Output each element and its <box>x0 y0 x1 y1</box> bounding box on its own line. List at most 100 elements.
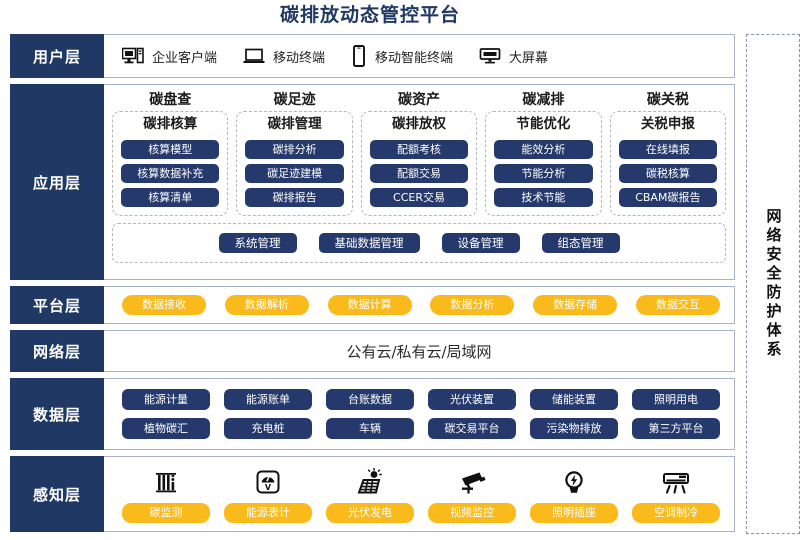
app-group-carbon-tariff: 碳关税 关税申报 在线填报 碳税核算 CBAM碳报告 <box>609 91 727 216</box>
sense-pill[interactable]: 视频监控 <box>428 503 516 523</box>
sense-pill[interactable]: 碳监测 <box>122 503 210 523</box>
user-item-label: 移动智能终端 <box>375 50 454 66</box>
group-title: 碳关税 <box>646 92 689 108</box>
app-pill[interactable]: 节能分析 <box>494 164 593 183</box>
svg-text:V: V <box>265 483 272 492</box>
group-box: 关税申报 在线填报 碳税核算 CBAM碳报告 <box>609 111 727 216</box>
app-pill[interactable]: 配额考核 <box>369 140 469 159</box>
layer-sense-label: 感知层 <box>10 456 104 532</box>
sense-icon-cell <box>632 465 720 499</box>
layer-platform-body: 数据接收 数据解析 数据计算 数据分析 数据存储 数据交互 <box>104 287 734 323</box>
desktop-tower-icon <box>122 47 144 65</box>
platform-pill[interactable]: 数据交互 <box>635 295 720 315</box>
air-conditioner-icon <box>663 473 689 494</box>
app-pill[interactable]: CCER交易 <box>369 188 469 207</box>
data-pill[interactable]: 能源计量 <box>122 389 210 410</box>
app-pill[interactable]: 碳排分析 <box>245 140 344 159</box>
app-pill[interactable]: 碳税核算 <box>618 164 718 183</box>
management-pill[interactable]: 设备管理 <box>441 233 520 253</box>
platform-pill[interactable]: 数据接收 <box>122 295 206 315</box>
sense-pill[interactable]: 照明插座 <box>530 503 618 523</box>
sense-icon-cell <box>326 465 414 499</box>
app-pill[interactable]: 配额交易 <box>369 164 469 183</box>
layer-user-body: 企业客户端 移动终端 <box>104 35 734 77</box>
data-pill[interactable]: 车辆 <box>326 418 414 439</box>
user-item-label: 大屏幕 <box>509 50 549 66</box>
data-row: 植物碳汇 充电桩 车辆 碳交易平台 污染物排放 第三方平台 <box>122 418 720 439</box>
user-item-smart-mobile-terminal[interactable]: 移动智能终端 <box>351 45 453 67</box>
layer-user-label: 用户层 <box>10 34 104 78</box>
data-row: 能源计量 能源账单 台账数据 光伏装置 储能装置 照明用电 <box>122 389 720 410</box>
user-item-large-screen[interactable]: 大屏幕 <box>479 47 548 66</box>
group-box: 节能优化 能效分析 节能分析 技术节能 <box>485 111 602 216</box>
app-group-carbon-reduction: 碳减排 节能优化 能效分析 节能分析 技术节能 <box>485 91 602 216</box>
app-pill[interactable]: 碳足迹建模 <box>245 164 344 183</box>
management-pill[interactable]: 基础数据管理 <box>318 233 420 253</box>
group-box: 碳排放权 配额考核 配额交易 CCER交易 <box>360 111 478 216</box>
layer-sense-body: V <box>104 457 734 531</box>
data-pill[interactable]: 污染物排放 <box>530 418 618 439</box>
group-title: 碳资产 <box>398 92 441 108</box>
app-group-carbon-asset: 碳资产 碳排放权 配额考核 配额交易 CCER交易 <box>360 91 478 216</box>
carbon-monitor-icon <box>156 473 176 493</box>
application-management-bar: 系统管理 基础数据管理 设备管理 组态管理 <box>112 223 726 263</box>
platform-items: 数据接收 数据解析 数据计算 数据分析 数据存储 数据交互 <box>104 295 734 315</box>
app-pill[interactable]: CBAM碳报告 <box>618 188 718 207</box>
platform-pill[interactable]: 数据解析 <box>224 295 309 315</box>
app-pill[interactable]: 核算模型 <box>121 140 220 159</box>
group-box: 碳排管理 碳排分析 碳足迹建模 碳排报告 <box>236 111 353 216</box>
data-pill[interactable]: 照明用电 <box>632 389 720 410</box>
management-pill[interactable]: 组态管理 <box>541 233 620 253</box>
layer-application-body: 碳盘查 碳排核算 核算模型 核算数据补充 核算清单 碳足迹 碳排管理 碳排分析 <box>104 85 734 279</box>
management-pill[interactable]: 系统管理 <box>218 233 297 253</box>
app-pill[interactable]: 能效分析 <box>494 140 593 159</box>
group-subtitle: 关税申报 <box>640 116 695 132</box>
group-subtitle: 碳排放权 <box>392 116 447 132</box>
large-screen-icon <box>479 47 501 65</box>
data-pill[interactable]: 充电桩 <box>224 418 312 439</box>
group-title: 碳减排 <box>522 92 565 108</box>
app-pill[interactable]: 核算数据补充 <box>121 164 220 183</box>
platform-pill[interactable]: 数据存储 <box>533 295 618 315</box>
data-pill[interactable]: 植物碳汇 <box>122 418 210 439</box>
data-pill[interactable]: 能源账单 <box>224 389 312 410</box>
sense-pill[interactable]: 能源表计 <box>224 503 312 523</box>
data-pill[interactable]: 光伏装置 <box>428 389 516 410</box>
app-pill[interactable]: 技术节能 <box>494 188 593 207</box>
security-column-label: 网络安全防护体系 <box>764 208 783 360</box>
group-subtitle: 碳排核算 <box>143 116 198 132</box>
layer-sense: 感知层 <box>10 456 735 532</box>
platform-pill[interactable]: 数据计算 <box>327 295 412 315</box>
sense-pill[interactable]: 光伏发电 <box>326 503 414 523</box>
app-group-carbon-inventory: 碳盘查 碳排核算 核算模型 核算数据补充 核算清单 <box>112 91 229 216</box>
sense-icon-cell: V <box>224 465 312 499</box>
layer-data-body: 能源计量 能源账单 台账数据 光伏装置 储能装置 照明用电 植物碳汇 充电桩 车… <box>104 379 734 449</box>
layer-network: 网络层 公有云/私有云/局域网 <box>10 330 735 372</box>
app-pill[interactable]: 碳排报告 <box>245 188 344 207</box>
sense-icon-cell <box>428 465 516 499</box>
light-bulb-icon <box>565 471 583 493</box>
layer-platform: 平台层 数据接收 数据解析 数据计算 数据分析 数据存储 数据交互 <box>10 286 735 324</box>
data-pill[interactable]: 碳交易平台 <box>428 418 516 439</box>
user-item-mobile-terminal[interactable]: 移动终端 <box>243 47 325 66</box>
smartphone-icon <box>351 45 367 67</box>
layer-stack: 用户层 <box>10 34 735 532</box>
user-item-enterprise-client[interactable]: 企业客户端 <box>122 47 217 66</box>
group-title: 碳足迹 <box>273 92 316 108</box>
group-subtitle: 碳排管理 <box>267 116 322 132</box>
data-pill[interactable]: 第三方平台 <box>632 418 720 439</box>
data-pill[interactable]: 储能装置 <box>530 389 618 410</box>
solar-panel-icon <box>357 468 382 494</box>
page-title: 碳排放动态管控平台 <box>279 4 460 26</box>
app-pill[interactable]: 核算清单 <box>121 188 220 207</box>
user-items: 企业客户端 移动终端 <box>104 45 734 67</box>
app-group-carbon-footprint: 碳足迹 碳排管理 碳排分析 碳足迹建模 碳排报告 <box>236 91 353 216</box>
platform-pill[interactable]: 数据分析 <box>430 295 515 315</box>
sense-pill[interactable]: 空调制冷 <box>632 503 720 523</box>
network-text: 公有云/私有云/局域网 <box>346 342 492 361</box>
app-pill[interactable]: 在线填报 <box>618 140 718 159</box>
data-pill[interactable]: 台账数据 <box>326 389 414 410</box>
sense-label-row: 碳监测 能源表计 光伏发电 视频监控 照明插座 空调制冷 <box>122 503 720 523</box>
laptop-icon <box>243 47 265 65</box>
